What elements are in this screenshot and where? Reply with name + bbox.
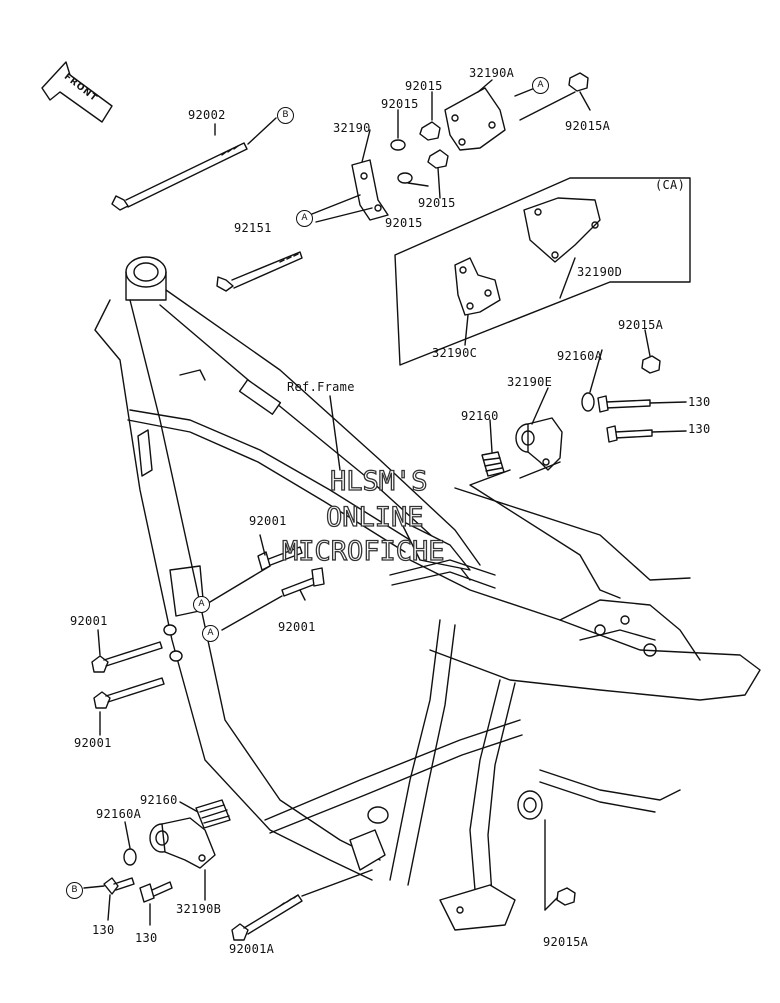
part-label-92015: 92015 bbox=[385, 216, 423, 230]
part-label-92015a: 92015A bbox=[565, 119, 611, 133]
part-label-92160a: 92160A bbox=[557, 349, 603, 363]
part-label-92001: 92001 bbox=[249, 514, 287, 528]
washer-icon bbox=[163, 624, 177, 636]
bracket-32190a-icon bbox=[444, 87, 506, 151]
part-label-32190b: 32190B bbox=[176, 902, 222, 916]
part-label-92015a: 92015A bbox=[618, 318, 664, 332]
part-label-92001: 92001 bbox=[70, 614, 108, 628]
watermark-line: MICROFICHE bbox=[281, 535, 445, 567]
callout-a: A bbox=[532, 77, 549, 94]
bolt-92001-icon bbox=[281, 567, 325, 597]
part-label-92001: 92001 bbox=[278, 620, 316, 634]
part-label-92002: 92002 bbox=[188, 108, 226, 122]
nut-92015a-icon bbox=[568, 72, 589, 92]
ca-kit-box bbox=[394, 177, 691, 366]
bolt-92002-icon bbox=[111, 142, 248, 211]
bolt-130-icon bbox=[606, 425, 653, 443]
part-label-32190e: 32190E bbox=[507, 375, 553, 389]
bolt-92151-icon bbox=[216, 251, 303, 292]
bracket-32190e-icon bbox=[515, 417, 563, 471]
part-label-92151: 92151 bbox=[234, 221, 272, 235]
callout-a: A bbox=[296, 210, 313, 227]
part-label-32190c: 32190C bbox=[432, 346, 478, 360]
nut-92015-icon bbox=[427, 149, 449, 169]
bushing-92160-icon bbox=[195, 799, 231, 829]
ref-frame-label: Ref.Frame bbox=[287, 380, 355, 394]
part-label-130: 130 bbox=[688, 395, 711, 409]
kit-group-label: (CA) bbox=[655, 178, 686, 192]
bolt-92001a-icon bbox=[231, 894, 303, 941]
watermark-line: ONLINE bbox=[325, 501, 424, 533]
bolt-92001-icon bbox=[93, 677, 165, 709]
part-label-92015: 92015 bbox=[405, 79, 443, 93]
callout-a: A bbox=[193, 596, 210, 613]
part-label-92001: 92001 bbox=[74, 736, 112, 750]
part-label-32190: 32190 bbox=[333, 121, 371, 135]
front-arrow-icon bbox=[41, 61, 113, 123]
nut-92015a-icon bbox=[556, 887, 576, 906]
bracket-32190d-icon bbox=[523, 197, 601, 263]
washer-icon bbox=[169, 650, 183, 662]
washer-92160a-icon bbox=[123, 848, 137, 866]
part-label-32190a: 32190A bbox=[469, 66, 515, 80]
watermark-line: HLSM'S bbox=[329, 465, 428, 497]
part-label-92015: 92015 bbox=[418, 196, 456, 210]
part-label-92015a: 92015A bbox=[543, 935, 589, 949]
nut-92015-icon bbox=[419, 121, 441, 141]
washer-92015-icon bbox=[397, 172, 413, 184]
washer-92160a-icon bbox=[581, 392, 595, 412]
bracket-32190b-icon bbox=[149, 817, 216, 869]
part-label-130: 130 bbox=[92, 923, 115, 937]
bolt-92001-icon bbox=[257, 546, 303, 571]
part-label-32190d: 32190D bbox=[577, 265, 623, 279]
washer-92015-icon bbox=[390, 139, 406, 151]
part-label-92160: 92160 bbox=[461, 409, 499, 423]
bolt-130-icon bbox=[139, 881, 173, 903]
bracket-32190c-icon bbox=[454, 257, 501, 316]
nut-92015a-icon bbox=[641, 355, 661, 374]
bracket-32190-icon bbox=[351, 159, 389, 221]
callout-b: B bbox=[66, 882, 83, 899]
bolt-130-icon bbox=[597, 395, 651, 413]
motorcycle-frame bbox=[94, 256, 761, 931]
part-label-92160a: 92160A bbox=[96, 807, 142, 821]
part-label-130: 130 bbox=[688, 422, 711, 436]
callout-a: A bbox=[202, 625, 219, 642]
part-label-92001a: 92001A bbox=[229, 942, 275, 956]
callout-b: B bbox=[277, 107, 294, 124]
part-label-92160: 92160 bbox=[140, 793, 178, 807]
bolt-130-icon bbox=[103, 877, 135, 895]
bushing-92160-icon bbox=[481, 451, 505, 477]
part-label-130: 130 bbox=[135, 931, 158, 945]
part-label-92015: 92015 bbox=[381, 97, 419, 111]
bolt-92001-icon bbox=[91, 641, 163, 673]
